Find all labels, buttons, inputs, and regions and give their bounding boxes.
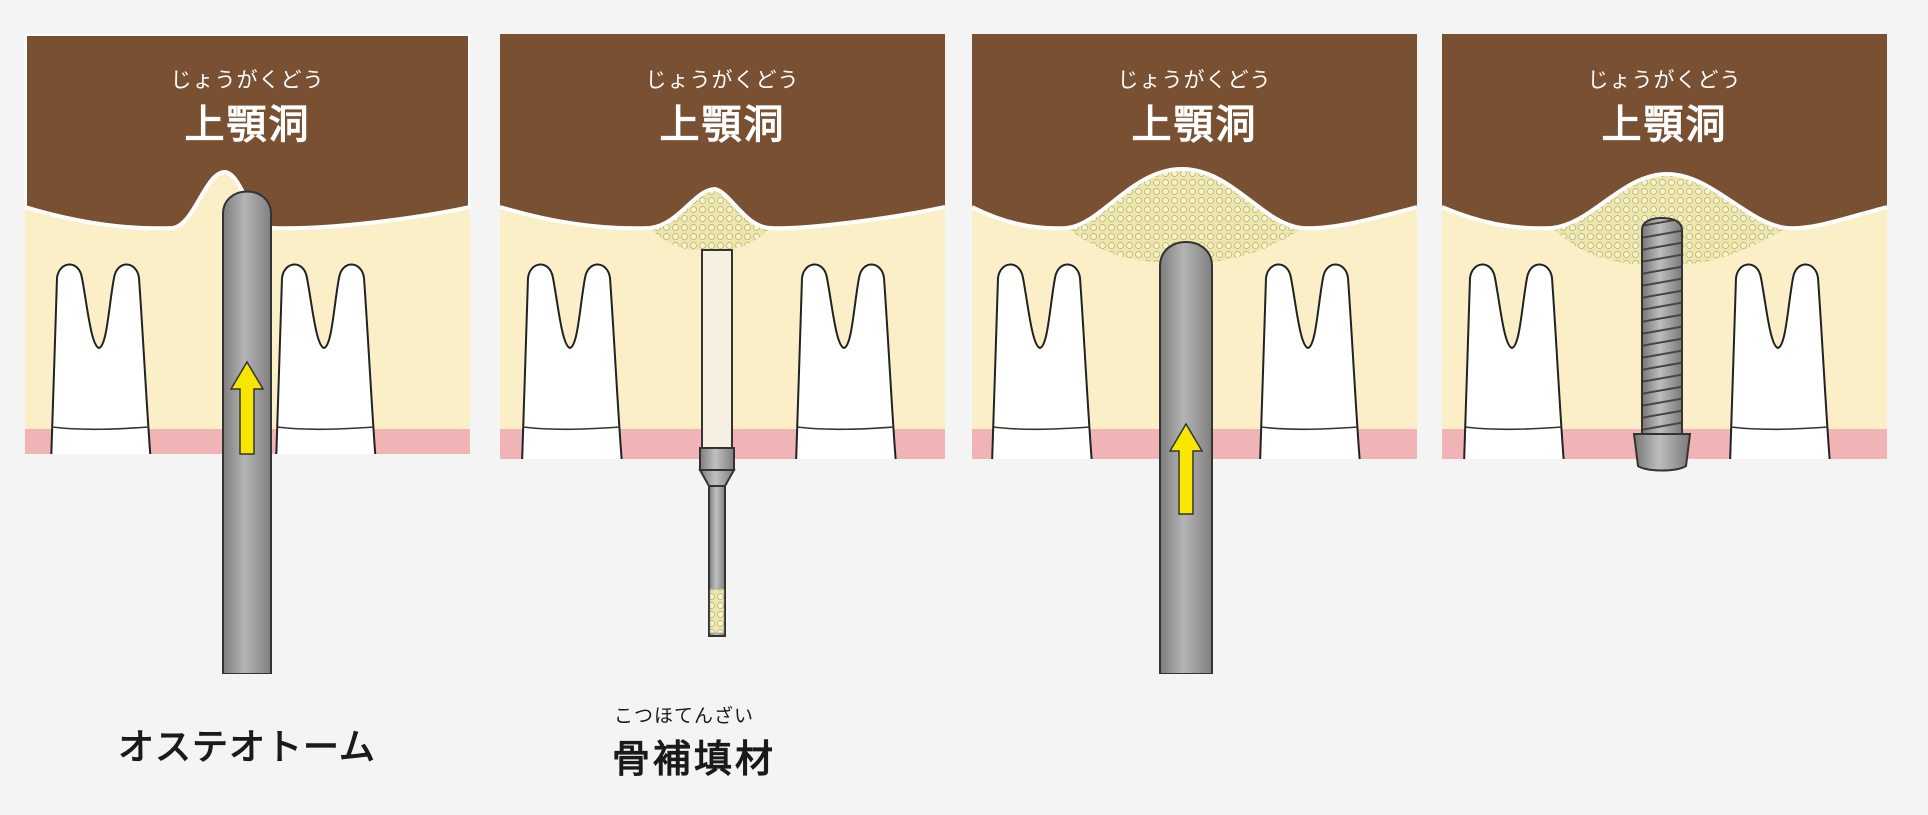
sinus-region [25, 34, 470, 231]
panel-1-illustration [25, 34, 470, 674]
implant-icon [1632, 216, 1692, 472]
maxillary-sinus-ruby: じょうがくどう [1587, 68, 1742, 92]
maxillary-sinus-ruby: じょうがくどう [645, 68, 800, 92]
bone-graft-ruby: こつほてんざい [614, 705, 755, 727]
maxillary-sinus-label: 上顎洞 [184, 102, 311, 148]
bone-graft-caption: 骨補填材 [612, 737, 777, 781]
maxillary-sinus-label: 上顎洞 [1601, 102, 1728, 148]
panel-osteotome-insertion: じょうがくどう 上顎洞 [25, 34, 470, 674]
panel-sinus-floor-elevation: じょうがくどう 上顎洞 [972, 34, 1417, 674]
panel-3-illustration [972, 34, 1417, 674]
maxillary-sinus-label: 上顎洞 [659, 102, 786, 148]
panel-4-illustration [1442, 34, 1887, 674]
panel-bone-graft-filling: じょうがくどう 上顎洞 [500, 34, 945, 674]
maxillary-sinus-ruby: じょうがくどう [170, 68, 325, 92]
sinus-region [1442, 34, 1887, 229]
osteotome-caption: オステオトーム [118, 727, 376, 768]
panel-2-illustration [500, 34, 945, 674]
graft-carrier-icon [698, 249, 736, 637]
maxillary-sinus-label: 上顎洞 [1131, 102, 1258, 148]
arrow-up-icon [1168, 422, 1204, 515]
maxillary-sinus-ruby: じょうがくどう [1117, 68, 1272, 92]
panel-implant-placement: じょうがくどう 上顎洞 [1442, 34, 1887, 674]
arrow-up-icon [229, 360, 265, 455]
bone-graft-granules-icon [650, 189, 770, 250]
sinus-region [972, 34, 1417, 229]
sinus-region [500, 34, 945, 229]
